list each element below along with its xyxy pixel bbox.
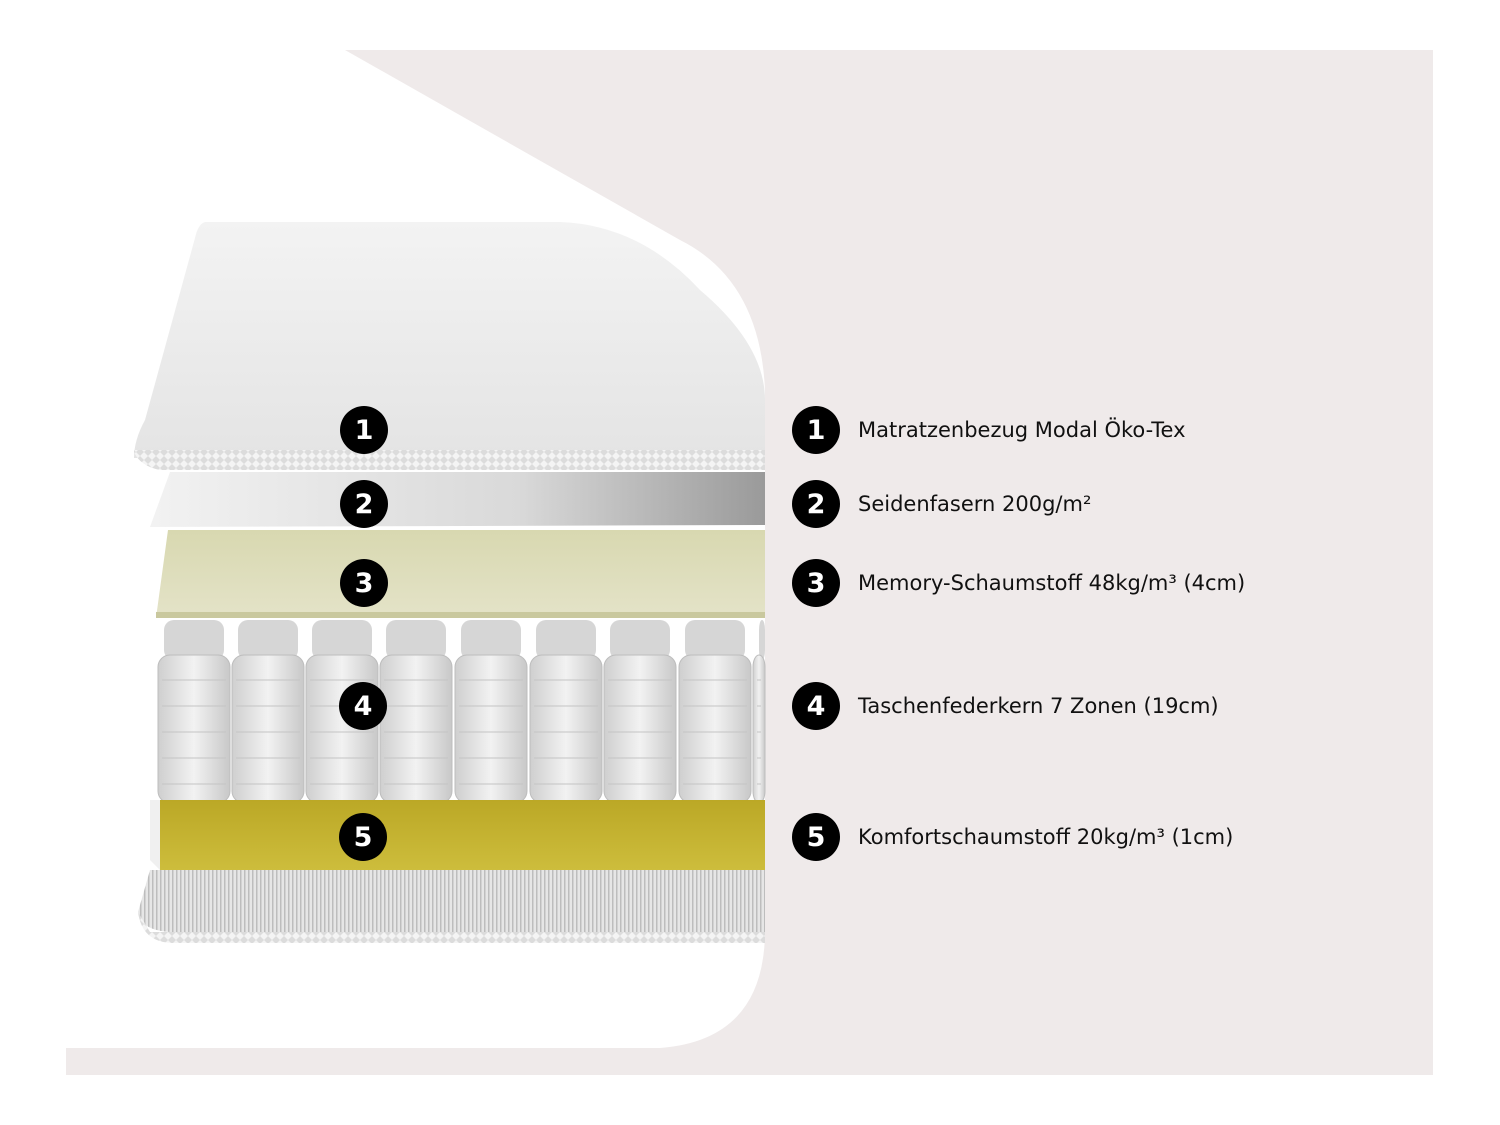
spring-column-9 [752,654,766,804]
layer-2-badge-left: 2 [340,480,388,528]
legend-5-label: Komfortschaumstoff 20kg/m³ (1cm) [858,825,1234,849]
spring-column-7 [603,654,677,804]
spring-back-6 [536,620,596,660]
legend-2-badge: 2 [792,480,840,528]
spring-back-4 [386,620,446,660]
spring-back-9 [759,620,765,660]
layer-silk-shape [150,472,765,527]
spring-back-2 [238,620,298,660]
layer-1-badge-left: 1 [340,406,388,454]
legend-2-label: Seidenfasern 200g/m² [858,492,1092,516]
spring-back-5 [461,620,521,660]
spring-back-3 [312,620,372,660]
legend-1-badge: 1 [792,406,840,454]
layer-cover-edge [134,450,765,470]
layer-spring-core-shape [157,620,766,804]
layer-4-badge-left: 4 [339,682,387,730]
legend-3-badge: 3 [792,559,840,607]
spring-column-2 [231,654,305,804]
layer-base-edge [138,912,765,943]
background-panel [66,50,1433,1075]
layer-5-badge-left: 5 [339,813,387,861]
layer-cover-shape [134,222,765,458]
spring-column-5 [454,654,528,804]
layer-comfort-foam-shape [160,800,765,870]
legend-3-label: Memory-Schaumstoff 48kg/m³ (4cm) [858,571,1246,595]
layer-base-shape [138,870,765,932]
layer-memory-foam-shape [156,530,765,618]
spring-back-8 [685,620,745,660]
spring-column-4 [379,654,453,804]
spring-back-1 [164,620,224,660]
legend-5-badge: 5 [792,813,840,861]
spring-column-1 [157,654,231,804]
spring-column-8 [678,654,752,804]
legend-4-label: Taschenfederkern 7 Zonen (19cm) [858,694,1219,718]
spring-column-6 [529,654,603,804]
legend-4-badge: 4 [792,682,840,730]
layer-3-badge-left: 3 [340,559,388,607]
spring-back-7 [610,620,670,660]
legend-1-label: Matratzenbezug Modal Öko-Tex [858,418,1186,442]
